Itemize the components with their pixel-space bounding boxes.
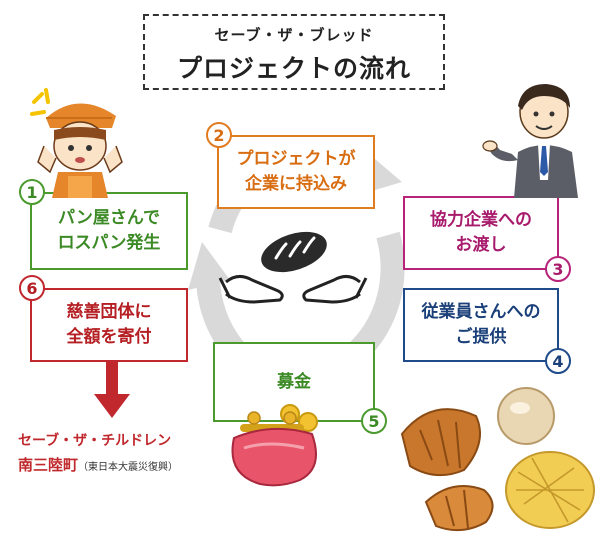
step-2-line-2: 企業に持込み [245, 174, 347, 194]
project-name: セーブ・ザ・ブレッド [214, 26, 374, 44]
destination-note: （東日本大震災復興） [78, 462, 179, 473]
destination-name: セーブ・ザ・チルドレン [18, 433, 172, 449]
diagram-title: プロジェクトの流れ [176, 54, 411, 83]
step-2-line-1: プロジェクトが [236, 149, 356, 170]
bread-assortment-illustration [400, 387, 595, 532]
step-number-4: 4 [545, 348, 571, 374]
businessman-illustration [482, 84, 578, 198]
step-box-3: 協力企業へのお渡し [403, 196, 559, 270]
step-4-line-1: 従業員さんへの [421, 302, 541, 323]
step-number-2: 2 [206, 122, 232, 148]
step-3-line-2: お渡し [455, 235, 507, 255]
step-4-line-2: ご提供 [455, 327, 507, 347]
step-5-line-1: 募金 [277, 371, 311, 392]
step-1-line-1: パン屋さんで [57, 208, 160, 229]
step-number-6: 6 [19, 275, 45, 301]
step-box-1: パン屋さんでロスパン発生 [30, 192, 188, 270]
title-box: セーブ・ザ・ブレッド プロジェクトの流れ [143, 14, 445, 90]
step-box-2: プロジェクトが企業に持込み [217, 135, 375, 209]
bread-in-hands-icon [218, 231, 368, 304]
donation-destination: セーブ・ザ・チルドレン 南三陸町（東日本大震災復興） [18, 430, 198, 475]
worried-baker-illustration [30, 88, 123, 198]
step-3-line-1: 協力企業への [430, 210, 532, 231]
coin-purse-icon [231, 404, 318, 487]
step-box-5: 募金 [213, 342, 375, 422]
step-6-line-2: 全額を寄付 [66, 327, 152, 347]
step-box-4: 従業員さんへのご提供 [403, 288, 559, 362]
step-1-line-2: ロスパン発生 [57, 233, 161, 253]
down-arrow-icon [94, 362, 130, 418]
step-number-5: 5 [361, 408, 387, 434]
step-6-line-1: 慈善団体に [66, 302, 152, 323]
step-number-3: 3 [545, 256, 571, 282]
destination-town: 南三陸町 [18, 456, 79, 474]
step-box-6: 慈善団体に全額を寄付 [30, 288, 188, 362]
step-number-1: 1 [19, 179, 45, 205]
